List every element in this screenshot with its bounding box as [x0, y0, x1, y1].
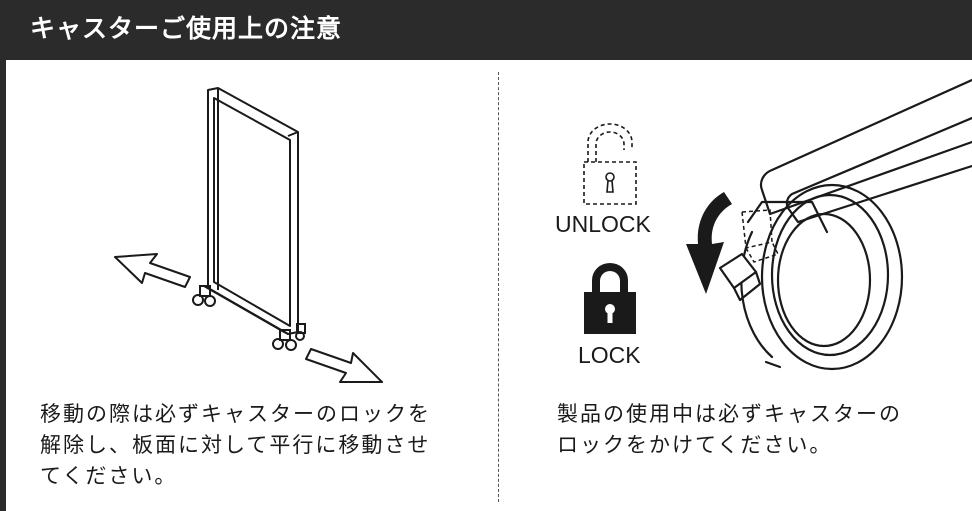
right-caption: 製品の使用中は必ずキャスターの ロックをかけてください。	[557, 399, 902, 461]
panel-divider	[498, 72, 499, 502]
caster-wheel-illustration	[686, 78, 972, 371]
caster-icon	[272, 329, 297, 351]
lock-icon	[584, 263, 636, 334]
caster-icon	[295, 323, 306, 341]
caster-icon	[192, 285, 216, 307]
left-caption: 移動の際は必ずキャスターのロックを 解除し、板面に対して平行に移動させ てくださ…	[40, 399, 431, 492]
rotate-arrow-icon	[686, 192, 732, 294]
caption-line: ロックをかけてください。	[557, 433, 833, 457]
header-bar: キャスターご使用上の注意	[0, 0, 972, 60]
unlock-label: UNLOCK	[555, 211, 651, 237]
caption-line: 解除し、板面に対して平行に移動させ	[40, 433, 431, 457]
caption-line: 製品の使用中は必ずキャスターの	[557, 402, 902, 426]
page-title: キャスターご使用上の注意	[30, 14, 343, 43]
move-arrow-right-icon	[305, 348, 383, 383]
move-arrow-left-icon	[114, 253, 191, 288]
partition-move-illustration	[114, 87, 383, 383]
caption-line: てください。	[40, 464, 178, 488]
unlock-icon	[583, 123, 637, 205]
left-frame-border	[0, 60, 6, 511]
lock-label: LOCK	[578, 342, 641, 368]
caption-line: 移動の際は必ずキャスターのロックを	[40, 402, 431, 426]
